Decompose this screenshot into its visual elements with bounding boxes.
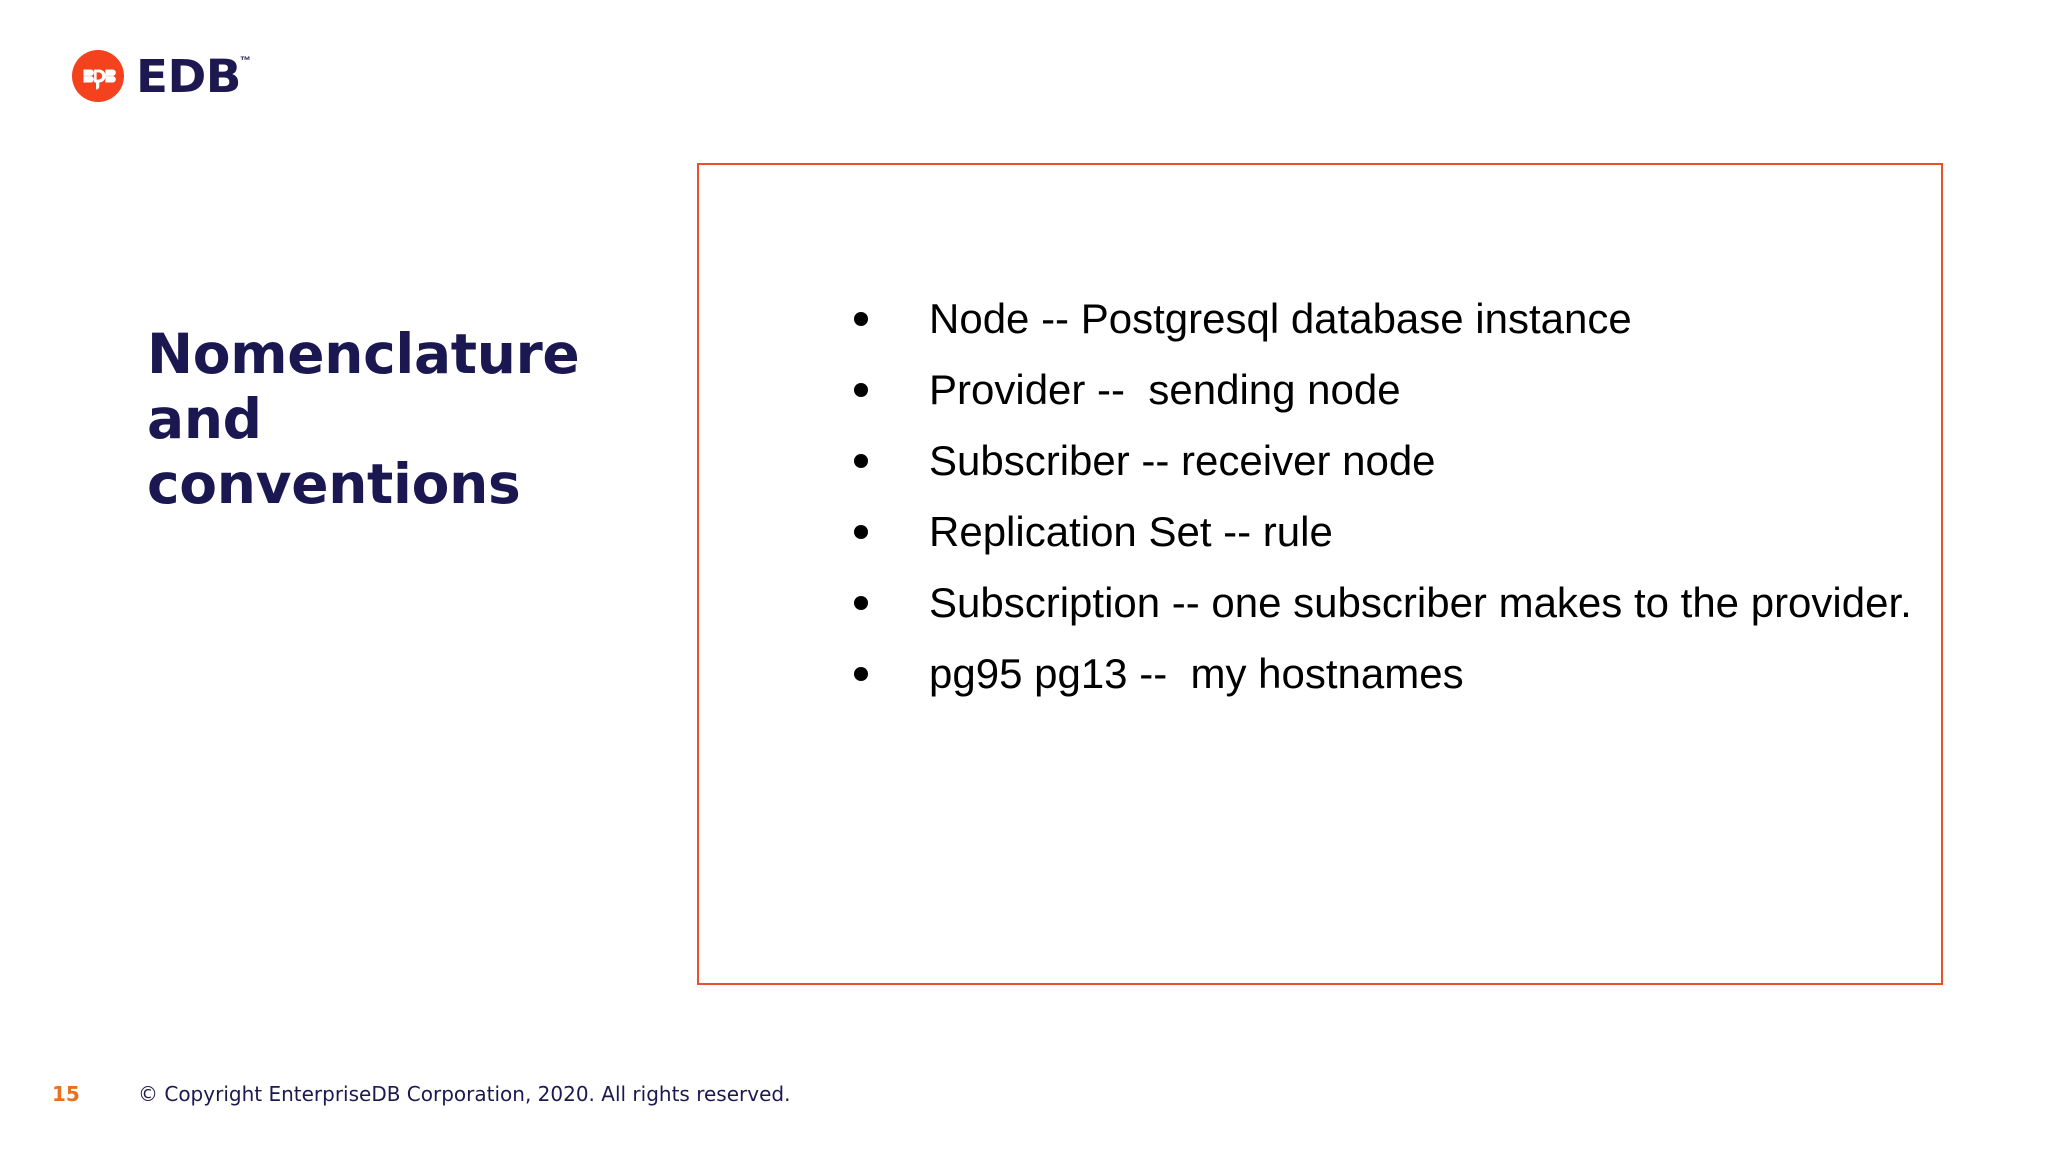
list-item-label: Subscription -- one subscriber makes to … xyxy=(929,579,1912,626)
list-item: Provider -- sending node xyxy=(854,354,1917,425)
list-item-label: Replication Set -- rule xyxy=(929,508,1333,555)
bullet-dot-icon xyxy=(854,525,868,539)
page-title: Nomenclature and conventions xyxy=(147,322,667,517)
list-item: Subscription -- one subscriber makes to … xyxy=(854,567,1917,638)
list-item-label: Subscriber -- receiver node xyxy=(929,437,1436,484)
list-item-label: Provider -- sending node xyxy=(929,366,1401,413)
bullet-dot-icon xyxy=(854,312,868,326)
page-title-line-2: and xyxy=(147,386,262,451)
bullet-dot-icon xyxy=(854,383,868,397)
edb-wordmark: EDB ™ xyxy=(136,54,251,99)
bullet-dot-icon xyxy=(854,596,868,610)
edb-circle-logo-icon xyxy=(72,50,124,102)
list-item: Replication Set -- rule xyxy=(854,496,1917,567)
list-item: Subscriber -- receiver node xyxy=(854,425,1917,496)
content-card: Node -- Postgresql database instance Pro… xyxy=(697,163,1943,985)
list-item: Node -- Postgresql database instance xyxy=(854,283,1917,354)
page-title-line-1: Nomenclature xyxy=(147,322,580,386)
edb-logo: EDB ™ xyxy=(72,48,251,104)
list-item-label: Node -- Postgresql database instance xyxy=(929,295,1632,342)
list-item: pg95 pg13 -- my hostnames xyxy=(854,638,1917,709)
bullet-dot-icon xyxy=(854,454,868,468)
nomenclature-bullet-list: Node -- Postgresql database instance Pro… xyxy=(854,283,1917,709)
edb-wordmark-text: EDB xyxy=(136,49,241,103)
copyright-text: © Copyright EnterpriseDB Corporation, 20… xyxy=(138,1082,791,1106)
bullet-dot-icon xyxy=(854,667,868,681)
slide-footer: 15 © Copyright EnterpriseDB Corporation,… xyxy=(0,1062,2048,1152)
trademark-symbol: ™ xyxy=(239,54,251,67)
page-number: 15 xyxy=(52,1082,80,1106)
list-item-label: pg95 pg13 -- my hostnames xyxy=(929,650,1464,697)
page-title-line-3: conventions xyxy=(147,451,521,516)
